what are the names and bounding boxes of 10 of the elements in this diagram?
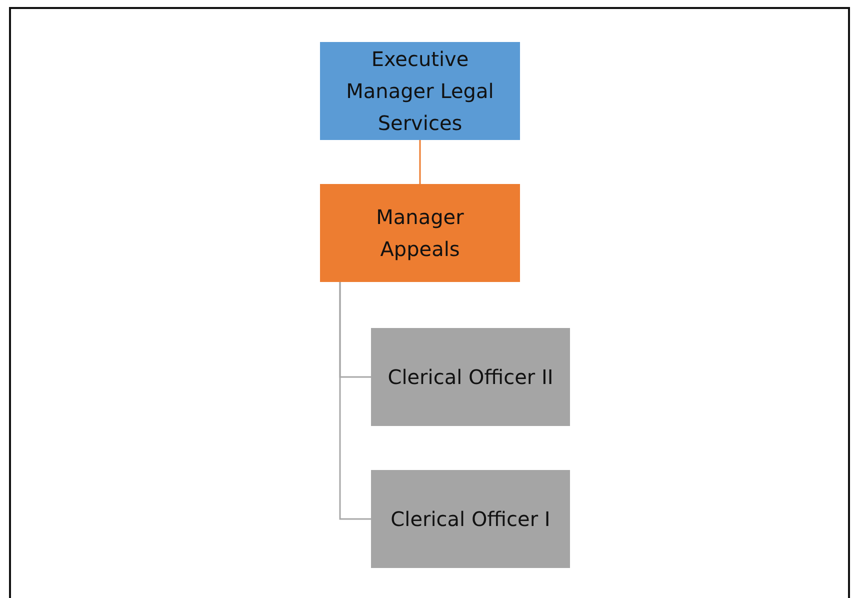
org-box (320, 184, 520, 282)
org-box (371, 470, 570, 568)
box-label: Clerical Officer II (388, 364, 554, 391)
box-label: Clerical Officer I (390, 506, 550, 533)
org-box (320, 42, 520, 140)
connector-line (339, 282, 371, 520)
connector-line (419, 140, 421, 184)
box-label: Manager Appeals (375, 204, 465, 263)
box-label: Executive Manager Legal Services (345, 46, 495, 137)
org-box (371, 328, 570, 426)
